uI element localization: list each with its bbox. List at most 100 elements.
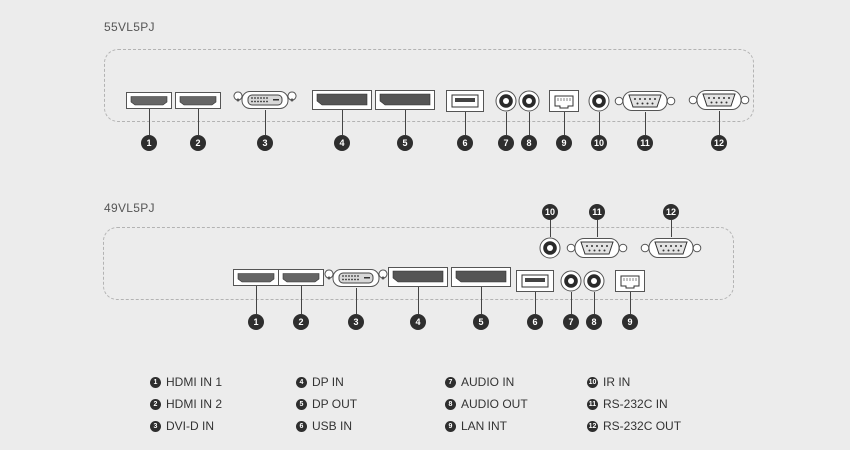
leader-line [465,112,466,135]
serial-port-icon [566,237,628,259]
legend-number-badge: 9 [445,420,456,432]
displayport-icon [375,90,435,110]
leader-line [481,287,482,314]
port-number-badge: 7 [498,135,514,151]
legend-label: DP OUT [312,397,358,411]
port-number-badge: 7 [563,314,579,330]
legend-label: AUDIO IN [461,375,515,389]
leader-line [301,286,302,314]
hdmi-port-icon [126,92,172,109]
leader-line [405,110,406,135]
port-number-badge: 6 [457,135,473,151]
leader-line [630,292,631,314]
legend-item: 3 DVI-D IN [150,419,214,433]
legend-item: 8 AUDIO OUT [445,397,528,411]
legend-label: AUDIO OUT [461,397,528,411]
audio-jack-icon [583,270,605,292]
port-number-badge: 3 [257,135,273,151]
displayport-icon [312,90,372,110]
rear-panel-55vl5pj [104,49,754,122]
legend-label: LAN INT [461,419,508,433]
legend-item: 1 HDMI IN 1 [150,375,222,389]
leader-line [719,111,720,135]
legend-number-badge: 11 [587,398,598,410]
port-number-badge: 8 [586,314,602,330]
legend-number-badge: 7 [445,376,456,388]
model-title-49vl5pj: 49VL5PJ [104,201,155,215]
legend-item: 5 DP OUT [296,397,357,411]
leader-line [597,220,598,237]
legend-item: 6 USB IN [296,419,352,433]
leader-line [356,288,357,314]
serial-port-icon [640,237,702,259]
port-number-badge: 4 [334,135,350,151]
usb-port-icon [446,90,484,112]
port-number-badge: 1 [141,135,157,151]
legend-number-badge: 10 [587,376,598,388]
port-number-badge: 9 [622,314,638,330]
legend-number-badge: 1 [150,376,161,388]
port-number-badge: 12 [711,135,727,151]
legend-item: 12 RS-232C OUT [587,419,681,433]
serial-port-icon [614,90,676,112]
port-number-badge: 10 [591,135,607,151]
port-number-badge: 1 [248,314,264,330]
leader-line [506,112,507,135]
leader-line [550,220,551,237]
legend-label: USB IN [312,419,353,433]
legend-label: DVI-D IN [166,419,214,433]
lan-port-icon [549,90,579,112]
port-number-badge: 2 [190,135,206,151]
hdmi-port-icon [278,269,324,286]
legend-item: 7 AUDIO IN [445,375,514,389]
leader-line [645,112,646,135]
legend-number-badge: 12 [587,420,598,432]
legend-label: HDMI IN 1 [166,375,223,389]
legend-label: HDMI IN 2 [166,397,223,411]
leader-line [599,112,600,135]
legend-number-badge: 8 [445,398,456,410]
legend-item: 2 HDMI IN 2 [150,397,222,411]
legend-number-badge: 3 [150,420,161,432]
legend-label: RS-232C IN [603,397,668,411]
audio-jack-icon [588,90,610,112]
port-number-badge: 5 [473,314,489,330]
legend-label: RS-232C OUT [603,419,682,433]
displayport-icon [451,267,511,287]
legend-number-badge: 6 [296,420,307,432]
usb-port-icon [516,270,554,292]
port-number-badge: 11 [637,135,653,151]
audio-jack-icon [539,237,561,259]
legend-label: IR IN [603,375,631,389]
port-number-badge: 10 [542,204,558,220]
dvi-port-icon [324,268,388,288]
leader-line [671,220,672,237]
port-number-badge: 2 [293,314,309,330]
displayport-icon [388,267,448,287]
legend-number-badge: 4 [296,376,307,388]
leader-line [535,292,536,314]
legend-number-badge: 5 [296,398,307,410]
legend-number-badge: 2 [150,398,161,410]
leader-line [198,109,199,135]
dvi-port-icon [233,90,297,110]
port-number-badge: 12 [663,204,679,220]
port-number-badge: 11 [589,204,605,220]
legend-label: DP IN [312,375,344,389]
hdmi-port-icon [175,92,221,109]
legend-item: 10 IR IN [587,375,630,389]
port-number-badge: 3 [348,314,364,330]
port-number-badge: 5 [397,135,413,151]
port-number-badge: 6 [527,314,543,330]
leader-line [149,109,150,135]
port-number-badge: 8 [521,135,537,151]
hdmi-port-icon [233,269,279,286]
model-title-55vl5pj: 55VL5PJ [104,20,155,34]
lan-port-icon [615,270,645,292]
leader-line [342,110,343,135]
leader-line [571,292,572,314]
leader-line [265,110,266,135]
leader-line [564,112,565,135]
audio-jack-icon [560,270,582,292]
leader-line [594,292,595,314]
